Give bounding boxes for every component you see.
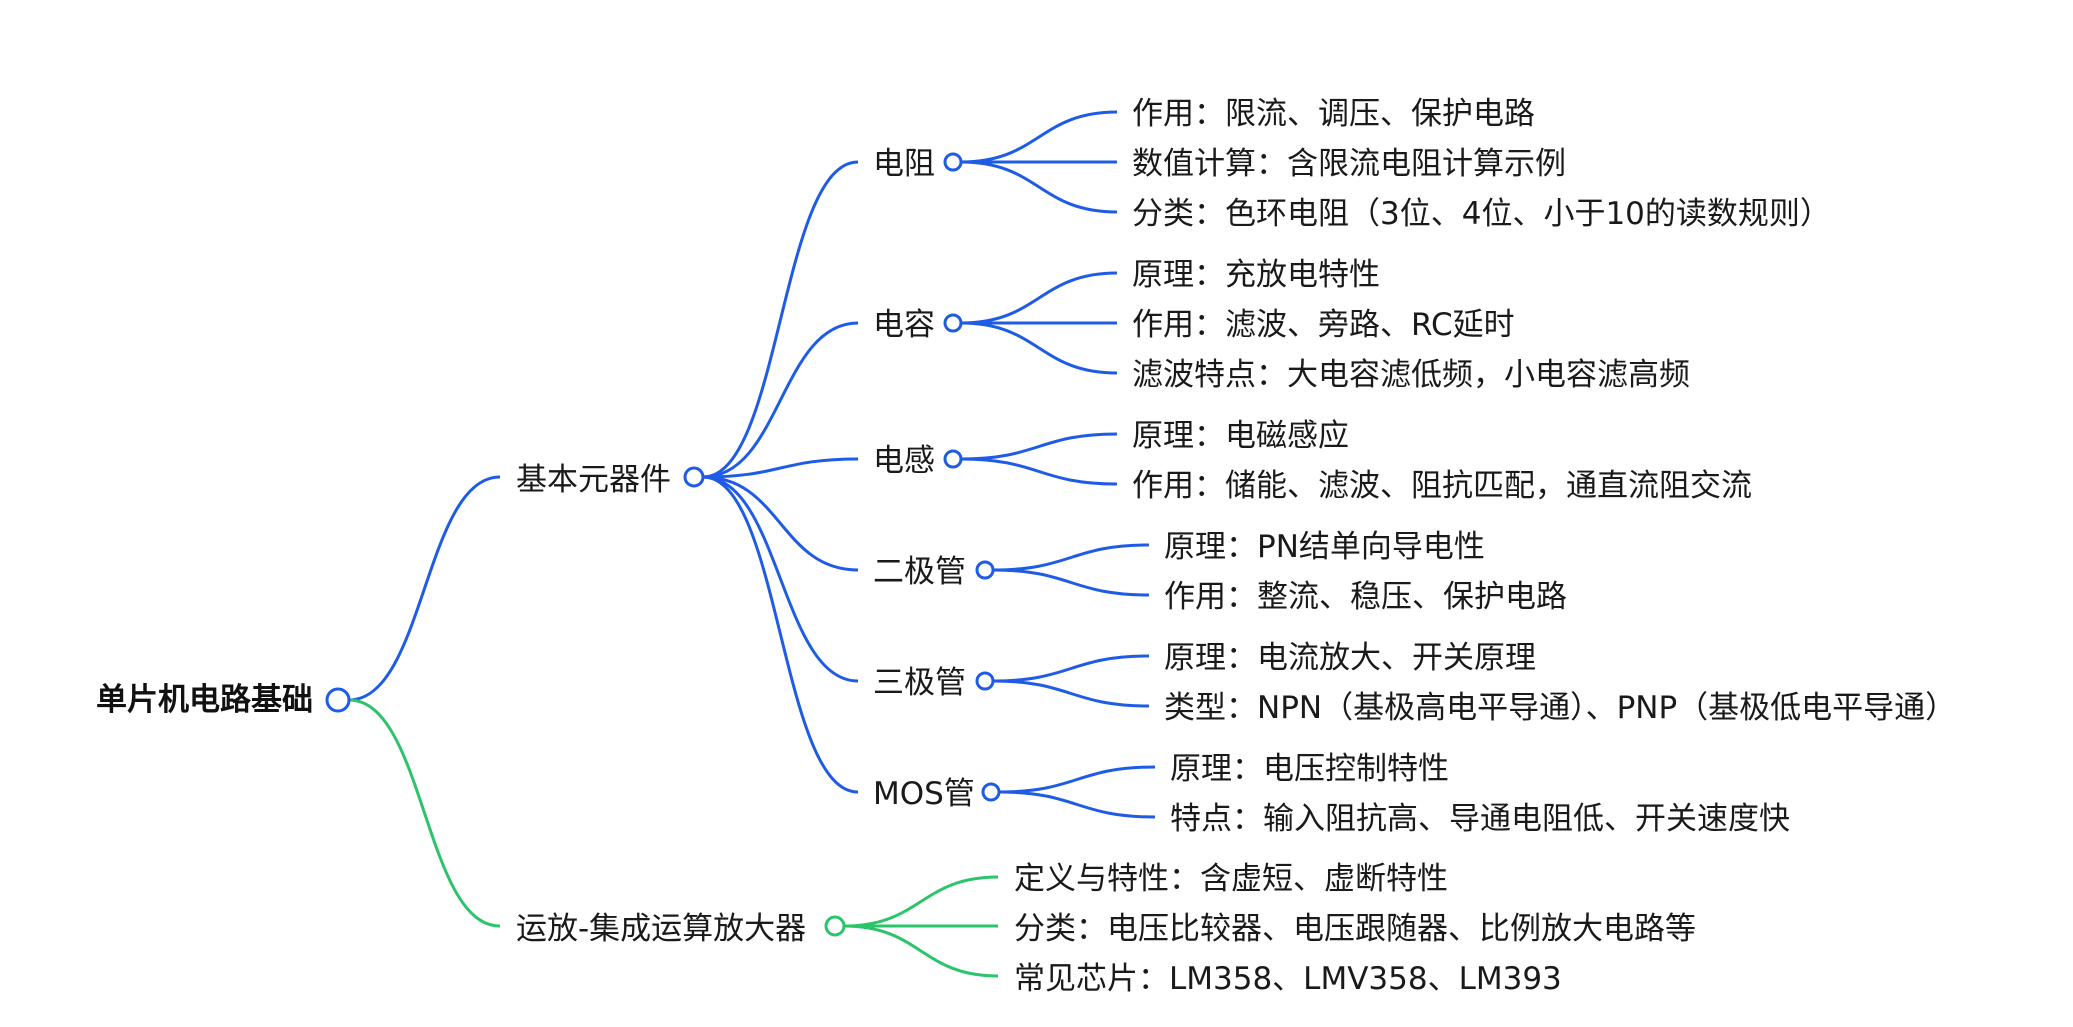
edge-diode-leaf-1	[992, 543, 1150, 572]
edge-capacitor-leaf-3	[960, 321, 1118, 375]
sub-label-inductor: 电感	[873, 443, 935, 479]
sub-label-resistor: 电阻	[873, 146, 935, 182]
leaf-resistor-3: 分类：色环电阻（3位、4位、小于10的读数规则）	[1132, 196, 1831, 232]
sub-label-diode: 二极管	[873, 554, 966, 590]
branch-label-opamp: 运放-集成运算放大器	[516, 911, 806, 947]
sub-label-mosfet: MOS管	[873, 776, 975, 812]
sub-node-resistor[interactable]: 电阻	[873, 146, 963, 182]
root-label: 单片机电路基础	[96, 682, 313, 718]
branch-opamp-connector-dot[interactable]	[824, 915, 846, 937]
resistor-connector-dot[interactable]	[943, 152, 963, 172]
sub-node-mosfet[interactable]: MOS管	[873, 776, 1001, 812]
leaf-resistor-2: 数值计算：含限流电阻计算示例	[1132, 146, 1566, 182]
edge-capacitor-leaf-1	[960, 271, 1118, 325]
leaf-opamp-3: 常见芯片：LM358、LMV358、LM393	[1014, 961, 1562, 997]
capacitor-connector-dot[interactable]	[943, 313, 963, 333]
inductor-connector-dot[interactable]	[943, 449, 963, 469]
edge-opamp-leaf-1	[843, 875, 999, 928]
leaf-diode-2: 作用：整流、稳压、保护电路	[1164, 579, 1567, 615]
leaf-mosfet-1: 原理：电压控制特性	[1170, 751, 1449, 787]
leaf-inductor-1: 原理：电磁感应	[1132, 418, 1349, 454]
edge-root-opamp	[348, 698, 501, 928]
edge-components-resistor	[702, 160, 859, 479]
leaf-mosfet-2: 特点：输入阻抗高、导通电阻低、开关速度快	[1170, 801, 1790, 837]
root-node[interactable]: 单片机电路基础	[96, 682, 351, 718]
edge-root-components	[348, 475, 501, 702]
edge-transistor-leaf-2	[992, 679, 1150, 708]
mosfet-connector-dot[interactable]	[981, 782, 1001, 802]
branch-label-components: 基本元器件	[516, 462, 671, 498]
edge-resistor-leaf-3	[960, 160, 1118, 214]
edge-mosfet-leaf-2	[998, 790, 1156, 819]
edge-diode-leaf-2	[992, 568, 1150, 597]
leaf-diode-1: 原理：PN结单向导电性	[1164, 529, 1485, 565]
sub-label-capacitor: 电容	[873, 307, 935, 343]
sub-node-inductor[interactable]: 电感	[873, 443, 963, 479]
leaf-resistor-1: 作用：限流、调压、保护电路	[1132, 96, 1535, 132]
diode-connector-dot[interactable]	[975, 560, 995, 580]
edge-resistor-leaf-1	[960, 110, 1118, 164]
edge-inductor-leaf-1	[960, 432, 1118, 461]
branch-node-components[interactable]: 基本元器件	[516, 462, 705, 498]
edge-components-capacitor	[702, 321, 859, 479]
root-connector-dot[interactable]	[325, 687, 351, 713]
edge-mosfet-leaf-1	[998, 765, 1156, 794]
nodes-layer: 单片机电路基础 基本元器件 电阻 作用：限流、调压、保护电路 数值计算：含限流电…	[96, 96, 1956, 997]
transistor-connector-dot[interactable]	[975, 671, 995, 691]
edge-components-mosfet	[702, 475, 859, 794]
sub-label-transistor: 三极管	[873, 665, 966, 701]
edge-components-transistor	[702, 475, 859, 683]
leaf-opamp-1: 定义与特性：含虚短、虚断特性	[1014, 861, 1448, 897]
leaf-transistor-2: 类型：NPN（基极高电平导通）、PNP（基极低电平导通）	[1164, 690, 1956, 726]
sub-node-capacitor[interactable]: 电容	[873, 307, 963, 343]
leaf-opamp-2: 分类：电压比较器、电压跟随器、比例放大电路等	[1014, 911, 1696, 947]
sub-node-diode[interactable]: 二极管	[873, 554, 995, 590]
edges-layer	[348, 110, 1156, 978]
edge-components-diode	[702, 475, 859, 572]
sub-node-transistor[interactable]: 三极管	[873, 665, 995, 701]
edge-opamp-leaf-3	[843, 924, 999, 978]
branch-node-opamp[interactable]: 运放-集成运算放大器	[516, 911, 846, 947]
edge-components-inductor	[702, 457, 859, 479]
leaf-transistor-1: 原理：电流放大、开关原理	[1164, 640, 1536, 676]
edge-transistor-leaf-1	[992, 654, 1150, 683]
branch-components-connector-dot[interactable]	[683, 466, 705, 488]
leaf-capacitor-2: 作用：滤波、旁路、RC延时	[1132, 307, 1515, 343]
edge-inductor-leaf-2	[960, 457, 1118, 486]
leaf-capacitor-3: 滤波特点：大电容滤低频，小电容滤高频	[1132, 357, 1690, 393]
leaf-inductor-2: 作用：储能、滤波、阻抗匹配，通直流阻交流	[1132, 468, 1752, 504]
leaf-capacitor-1: 原理：充放电特性	[1132, 257, 1380, 293]
